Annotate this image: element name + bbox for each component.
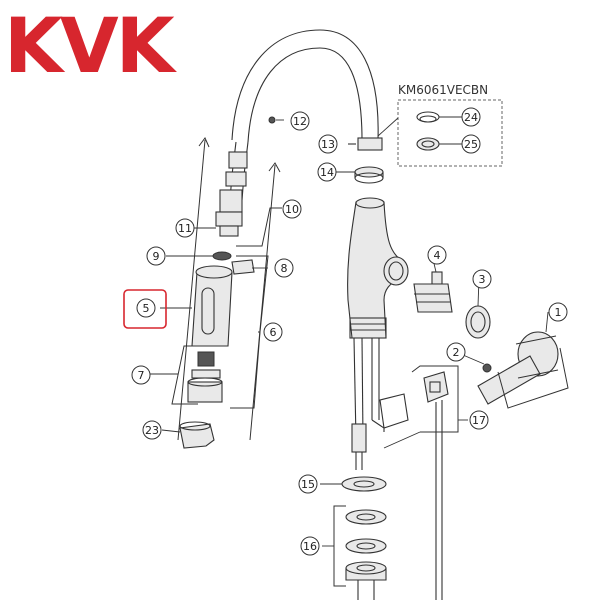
svg-text:1: 1 (555, 306, 562, 319)
set-screw-part-2 (482, 363, 492, 373)
callout-4: 4 (427, 245, 447, 265)
svg-text:16: 16 (303, 540, 317, 553)
hose-part (225, 141, 249, 201)
kit-box: KM6061VECBN (377, 83, 503, 167)
kit-label: KM6061VECBN (398, 83, 488, 97)
svg-text:25: 25 (464, 138, 478, 151)
callout-25: 25 (461, 134, 481, 154)
callout-12: 12 (290, 111, 310, 131)
brand-logo: KVK (4, 1, 178, 90)
svg-text:14: 14 (320, 166, 334, 179)
svg-text:6: 6 (270, 326, 277, 339)
callout-9: 9 (146, 246, 166, 266)
callout-23: 23 (142, 420, 162, 440)
highlight-box (123, 289, 167, 329)
callout-17: 17 (469, 410, 489, 430)
callout-24: 24 (461, 107, 481, 127)
callout-6: 6 (263, 322, 283, 342)
callout-1: 1 (548, 302, 568, 322)
assembly-arrows (177, 137, 281, 441)
mounting-bracket-part-17 (371, 371, 449, 600)
screw-part-12 (268, 116, 276, 124)
nut-part-14 (354, 166, 384, 184)
svg-text:2: 2 (453, 346, 460, 359)
svg-text:17: 17 (472, 414, 486, 427)
hose-connector-part (215, 189, 243, 237)
clip-part-8 (231, 259, 255, 275)
svg-text:15: 15 (301, 478, 315, 491)
shower-head-part-5 (191, 265, 233, 347)
cartridge-part-4 (413, 271, 453, 313)
head-internals-part-7 (187, 351, 223, 403)
faucet-body (347, 197, 409, 339)
svg-text:7: 7 (138, 369, 145, 382)
svg-text:10: 10 (285, 203, 299, 216)
svg-text:12: 12 (293, 115, 307, 128)
o-ring-part-9 (212, 251, 232, 261)
callout-2: 2 (446, 342, 466, 362)
spout-part (231, 29, 383, 151)
callout-14: 14 (317, 162, 337, 182)
ring-part-3 (465, 305, 491, 339)
callout-15: 15 (298, 474, 318, 494)
svg-text:13: 13 (321, 138, 335, 151)
svg-text:24: 24 (464, 111, 478, 124)
svg-text:3: 3 (479, 273, 486, 286)
svg-text:4: 4 (434, 249, 441, 262)
callout-8: 8 (274, 258, 294, 278)
supply-tubes (351, 337, 380, 470)
spray-nozzle-part-23 (179, 421, 215, 449)
svg-text:11: 11 (178, 222, 192, 235)
svg-text:8: 8 (281, 262, 288, 275)
svg-text:9: 9 (153, 250, 160, 263)
callout-3: 3 (472, 269, 492, 289)
svg-text:5: 5 (143, 302, 150, 315)
callout-7: 7 (131, 365, 151, 385)
callout-16: 16 (300, 536, 320, 556)
washer-part-15 (341, 476, 387, 492)
callout-10: 10 (282, 199, 302, 219)
svg-text:23: 23 (145, 424, 159, 437)
washer-stack-part-16 (345, 509, 387, 600)
callout-11: 11 (175, 218, 195, 238)
callout-13: 13 (318, 134, 338, 154)
brackets (150, 207, 569, 587)
callout-5: 5 (136, 298, 156, 318)
handle-part-1 (477, 331, 559, 405)
